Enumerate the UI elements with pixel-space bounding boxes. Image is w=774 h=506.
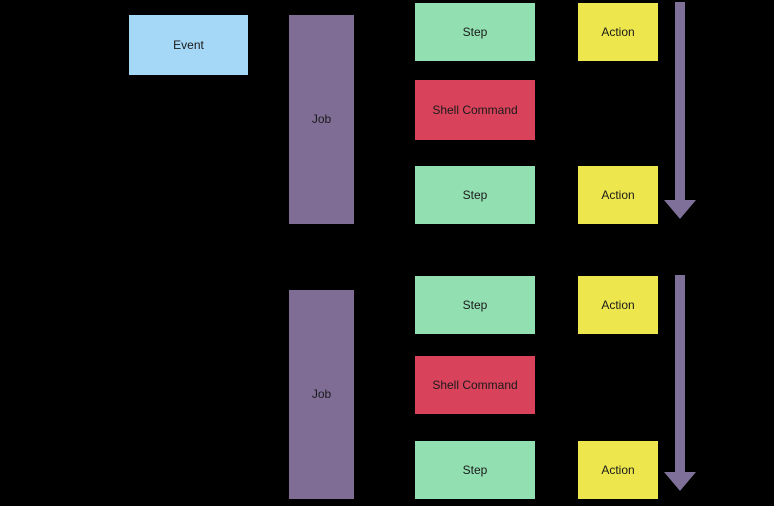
arrow-head-icon [664,472,696,491]
shell-command-node-1: Shell Command [415,80,535,140]
arrow-shaft [675,275,685,472]
step-node-2: Step [415,166,535,224]
action-node-4: Action [578,441,658,499]
arrow-head-icon [664,200,696,219]
job-node-2: Job [289,290,354,499]
job-node-1: Job [289,15,354,224]
flow-arrow-down-2 [664,275,696,491]
arrow-shaft [675,2,685,200]
action-node-3: Action [578,276,658,334]
flow-arrow-down-1 [664,2,696,219]
action-node-2: Action [578,166,658,224]
step-node-1: Step [415,3,535,61]
event-node: Event [129,15,248,75]
action-node-1: Action [578,3,658,61]
step-node-3: Step [415,276,535,334]
shell-command-node-2: Shell Command [415,356,535,414]
step-node-4: Step [415,441,535,499]
